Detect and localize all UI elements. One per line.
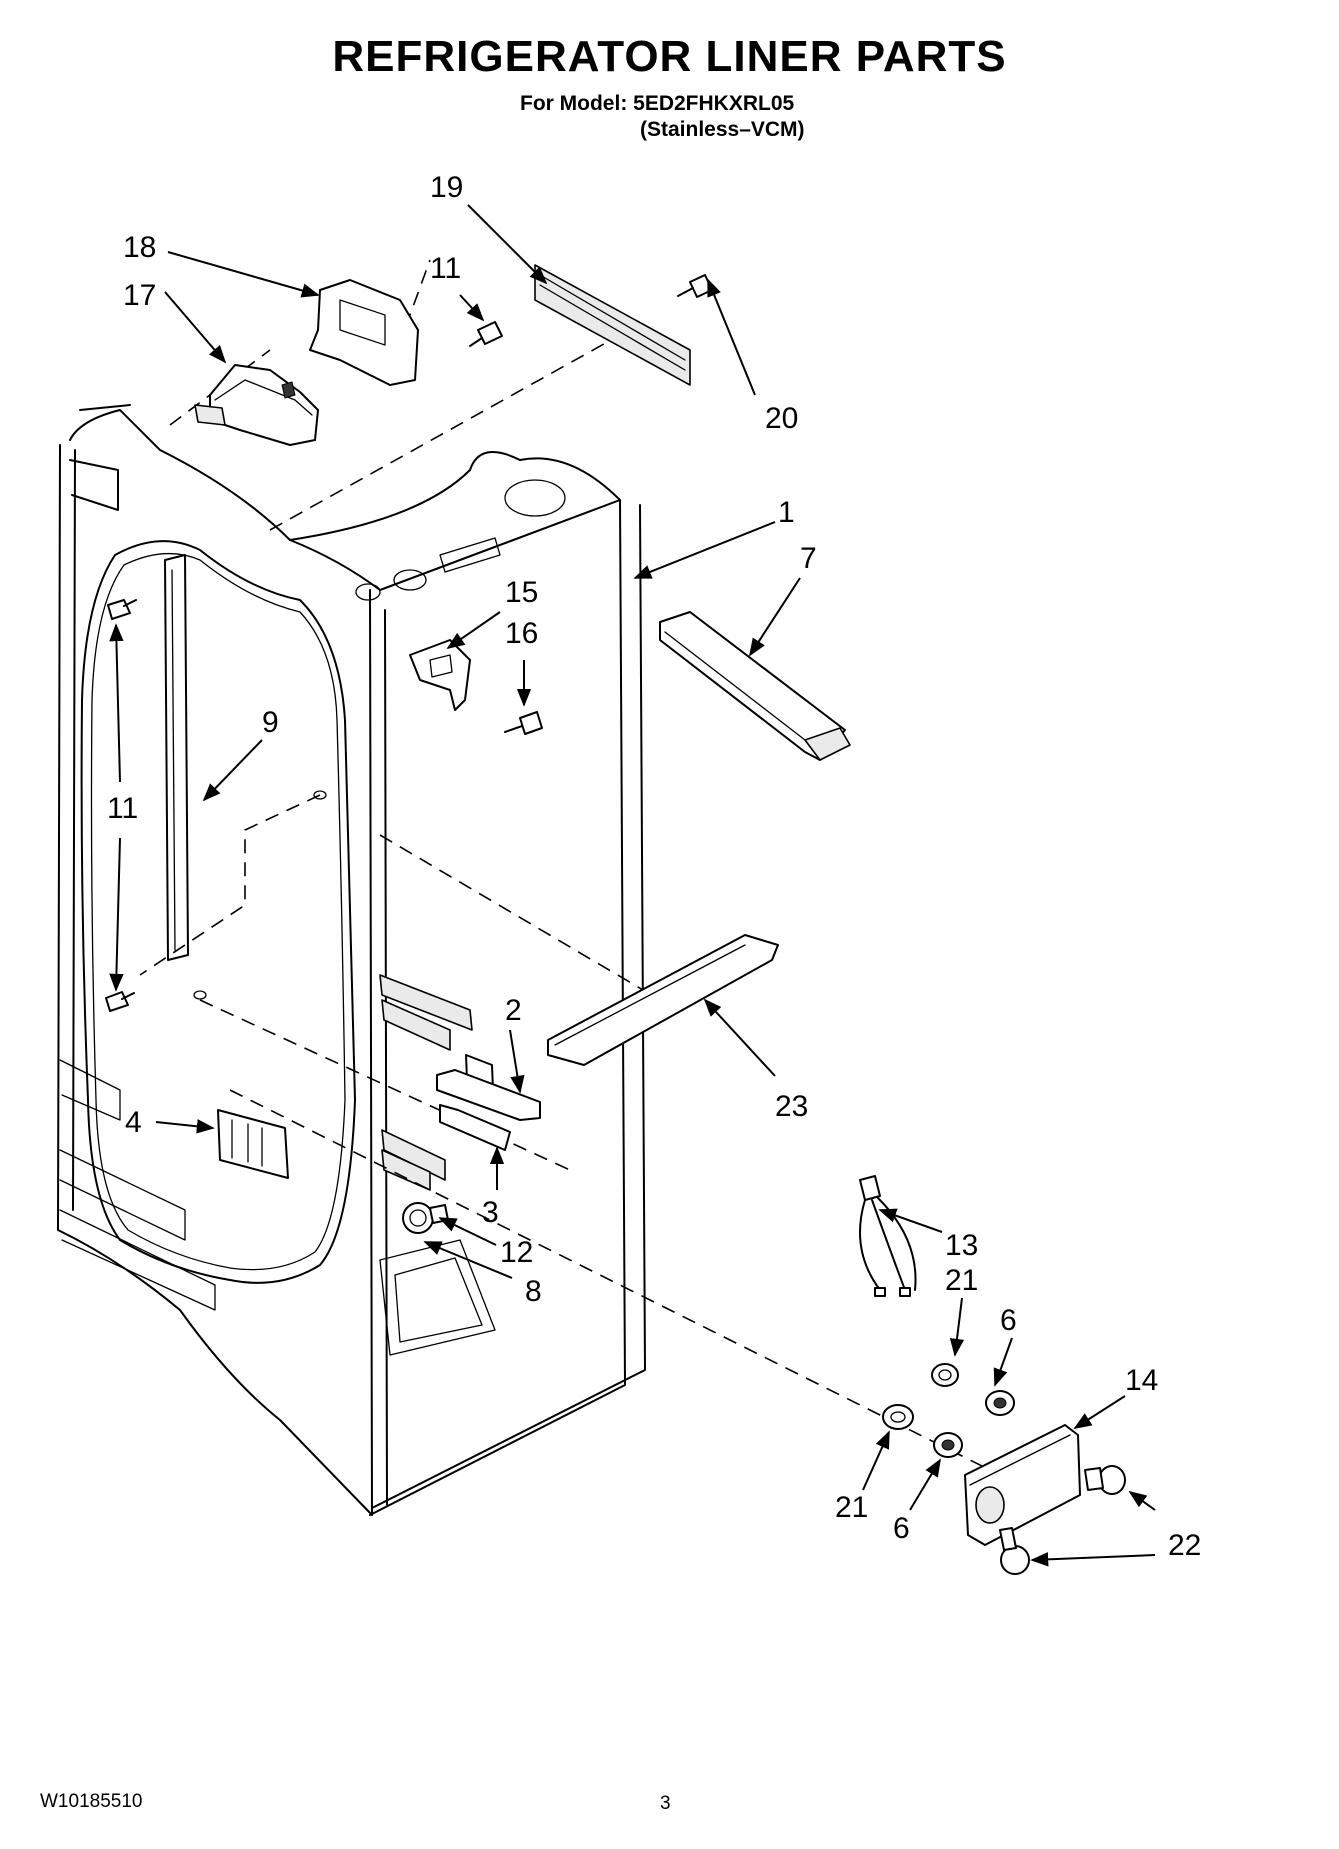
callout-labels: 19 18 11 17 20 1 7 15 16 9 11 2 23 4 3 1… bbox=[107, 171, 1201, 1562]
part-6-socket-upper bbox=[985, 1390, 1015, 1416]
part-21-socket-lower bbox=[882, 1404, 914, 1430]
part-6-socket-lower bbox=[933, 1432, 963, 1458]
callout-12: 12 bbox=[500, 1236, 533, 1269]
part-23-bar bbox=[547, 934, 779, 1066]
callout-8: 8 bbox=[525, 1275, 542, 1308]
part-3-bracket bbox=[439, 1104, 511, 1151]
callout-6-lower: 6 bbox=[893, 1512, 910, 1545]
part-15-bracket bbox=[409, 639, 471, 711]
page-number: 3 bbox=[660, 1793, 671, 1814]
callout-4: 4 bbox=[125, 1106, 142, 1139]
part-7-channel bbox=[659, 611, 851, 761]
callout-22: 22 bbox=[1168, 1529, 1201, 1562]
part-11-screw-top bbox=[469, 321, 503, 347]
callout-20: 20 bbox=[765, 402, 798, 435]
callout-6-upper: 6 bbox=[1000, 1304, 1017, 1337]
callout-19: 19 bbox=[430, 171, 463, 204]
document-number: W10185510 bbox=[40, 1791, 143, 1812]
part-19-strip bbox=[534, 264, 691, 386]
callout-7: 7 bbox=[800, 542, 817, 575]
part-14-lamp-housing bbox=[964, 1424, 1081, 1546]
part-16-screw bbox=[504, 711, 543, 735]
model-line: For Model: 5ED2FHKXRL05 bbox=[520, 92, 795, 115]
part-4-block bbox=[217, 1109, 289, 1179]
callout-11-top: 11 bbox=[430, 252, 461, 285]
liner-cabinet bbox=[57, 404, 646, 1516]
part-18-bracket bbox=[309, 279, 419, 386]
callout-18: 18 bbox=[123, 231, 156, 264]
callout-11-left: 11 bbox=[107, 792, 138, 825]
part-2-bracket bbox=[436, 1069, 541, 1121]
part-22-bulbs bbox=[999, 1465, 1126, 1575]
part-11-screws-left bbox=[105, 599, 327, 1012]
callout-23: 23 bbox=[775, 1090, 808, 1123]
part-17-control-housing bbox=[194, 364, 319, 446]
variant-line: (Stainless–VCM) bbox=[640, 118, 805, 141]
callout-21-upper: 21 bbox=[945, 1264, 978, 1297]
alignment-lines bbox=[139, 259, 991, 1471]
callout-17: 17 bbox=[123, 279, 156, 312]
callout-1: 1 bbox=[778, 496, 795, 529]
callout-16: 16 bbox=[505, 617, 538, 650]
leader-arrows bbox=[109, 204, 1156, 1567]
callout-21-lower: 21 bbox=[835, 1491, 868, 1524]
callout-3: 3 bbox=[482, 1196, 499, 1229]
callout-2: 2 bbox=[505, 994, 522, 1027]
part-13-wire-harness bbox=[859, 1175, 917, 1297]
callout-15: 15 bbox=[505, 576, 538, 609]
callout-9: 9 bbox=[262, 706, 279, 739]
page-title: REFRIGERATOR LINER PARTS bbox=[332, 32, 1007, 81]
callout-13: 13 bbox=[945, 1229, 978, 1262]
callout-14: 14 bbox=[1125, 1364, 1158, 1397]
part-21-socket-upper bbox=[931, 1363, 959, 1387]
part-20-screw bbox=[677, 274, 713, 298]
